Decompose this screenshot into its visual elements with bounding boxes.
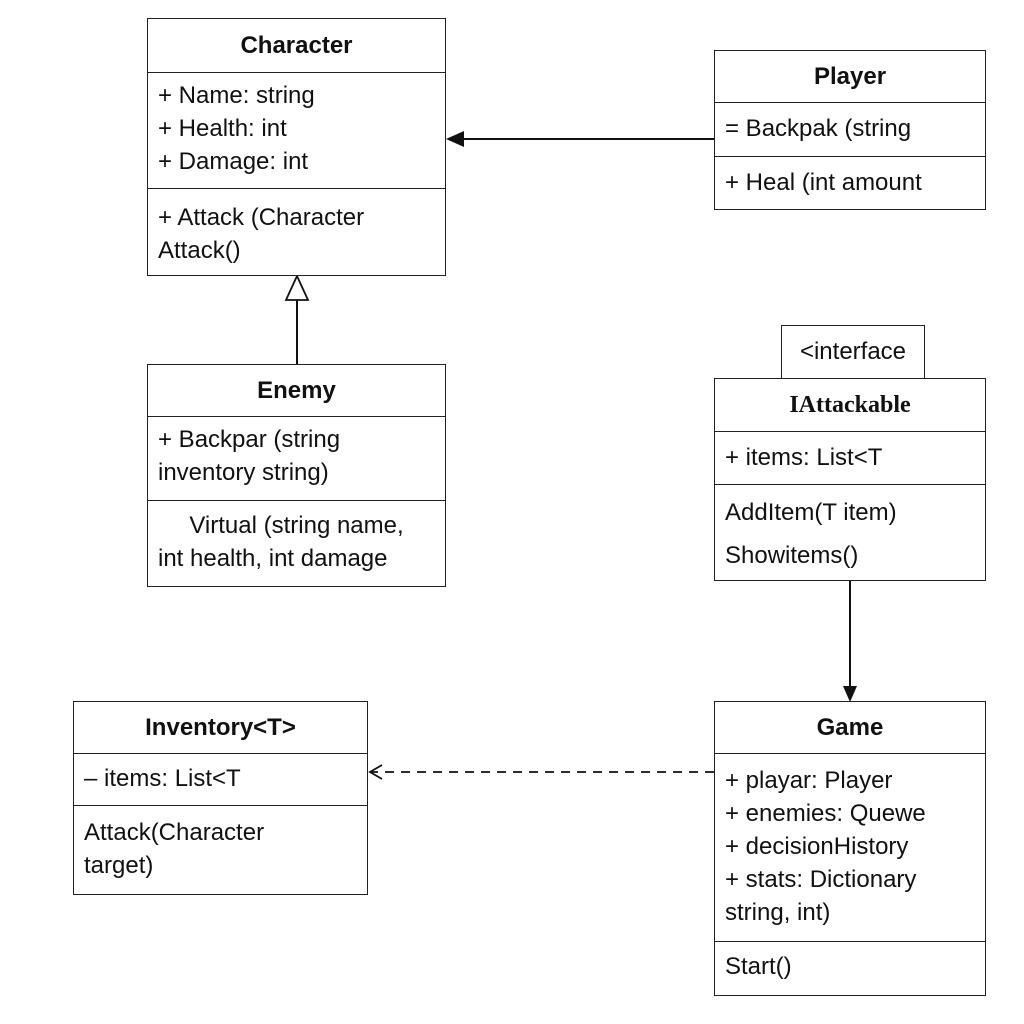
- methods-section: AddItem(T item) Showitems(): [715, 485, 985, 583]
- attributes-section: + playar: Player + enemies: Quewe + deci…: [715, 754, 985, 942]
- attributes-section: – items: List<T: [74, 754, 367, 806]
- generalization-arrowhead: [284, 273, 310, 301]
- method: + Heal (int amount: [725, 169, 922, 196]
- attribute: + Name: string: [158, 82, 315, 109]
- method: + Attack (Character: [158, 204, 365, 231]
- attribute: string, int): [725, 899, 831, 926]
- methods-section: Virtual (string name, int health, int da…: [148, 501, 445, 581]
- attribute: + items: List<T: [725, 444, 883, 471]
- method: int health, int damage: [158, 545, 388, 572]
- association-arrowhead-game: [843, 686, 857, 702]
- dependency-arrowhead: [368, 764, 383, 780]
- attribute: + decisionHistory: [725, 833, 909, 860]
- attributes-section: + Backpar (string inventory string): [148, 417, 445, 501]
- class-inventory[interactable]: Inventory<T> – items: List<T Attack(Char…: [73, 701, 368, 895]
- attribute: + Health: int: [158, 115, 287, 142]
- attribute: + Damage: int: [158, 148, 309, 175]
- attribute: + enemies: Quewe: [725, 800, 926, 827]
- class-game[interactable]: Game + playar: Player + enemies: Quewe +…: [714, 701, 986, 996]
- attribute: inventory string): [158, 459, 329, 486]
- class-name: Player: [715, 51, 985, 103]
- method: Virtual (string name,: [189, 512, 404, 539]
- class-enemy[interactable]: Enemy + Backpar (string inventory string…: [147, 364, 446, 587]
- method: target): [84, 852, 154, 879]
- attribute: – items: List<T: [84, 765, 241, 792]
- interface-iattackable[interactable]: IAttackable + items: List<T AddItem(T it…: [714, 378, 986, 581]
- stereotype-label: <interface: [781, 325, 925, 379]
- methods-section: + Heal (int amount: [715, 157, 985, 209]
- method: AddItem(T item): [725, 499, 897, 526]
- methods-section: Attack(Character target): [74, 806, 367, 888]
- class-name: Game: [715, 702, 985, 754]
- attribute: + Backpar (string: [158, 426, 341, 453]
- attributes-section: = Backpak (string: [715, 103, 985, 157]
- methods-section: + Attack (Character Attack(): [148, 189, 445, 273]
- method: Attack(): [158, 237, 241, 264]
- class-name: Enemy: [148, 365, 445, 417]
- method: Showitems(): [725, 542, 859, 569]
- class-name: Character: [148, 19, 445, 73]
- interface-name: IAttackable: [715, 379, 985, 432]
- method: Attack(Character: [84, 819, 265, 846]
- class-character[interactable]: Character + Name: string + Health: int +…: [147, 18, 446, 276]
- methods-section: Start(): [715, 942, 985, 992]
- association-arrowhead-character: [446, 131, 464, 147]
- class-player[interactable]: Player = Backpak (string + Heal (int amo…: [714, 50, 986, 210]
- class-name: Inventory<T>: [74, 702, 367, 754]
- attribute: = Backpak (string: [725, 115, 912, 142]
- method: Start(): [725, 953, 792, 980]
- attributes-section: + Name: string + Health: int + Damage: i…: [148, 73, 445, 189]
- attribute: + playar: Player: [725, 767, 893, 794]
- attribute: + stats: Dictionary: [725, 866, 917, 893]
- attributes-section: + items: List<T: [715, 432, 985, 485]
